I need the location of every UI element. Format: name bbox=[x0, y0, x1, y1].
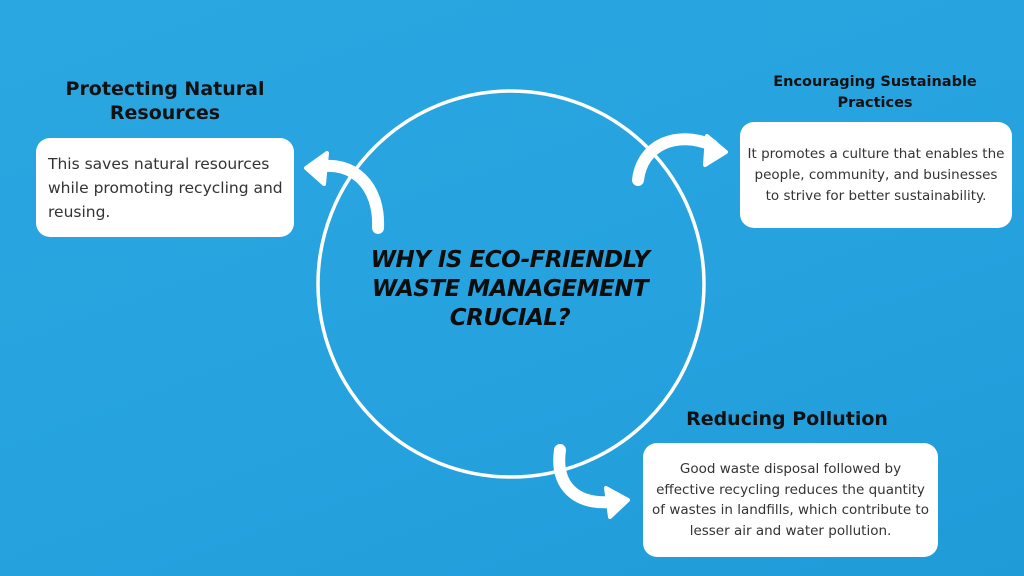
central-question: WHY IS ECO-FRIENDLY WASTE MANAGEMENT CRU… bbox=[370, 247, 650, 331]
benefit-text-natural-resources: This saves natural resources while promo… bbox=[48, 154, 283, 221]
benefit-title-reducing-pollution: Reducing Pollution bbox=[686, 408, 888, 430]
benefit-text-sustainable-practices: It promotes a culture that enables the p… bbox=[747, 145, 1005, 204]
benefit-card-reducing-pollution: Good waste disposal followed by effectiv… bbox=[643, 443, 938, 557]
curved-arrow-icon bbox=[632, 133, 728, 186]
benefit-text-reducing-pollution: Good waste disposal followed by effectiv… bbox=[652, 461, 929, 539]
curved-arrow-icon bbox=[304, 151, 385, 234]
benefit-card-sustainable-practices: It promotes a culture that enables the p… bbox=[740, 122, 1012, 228]
benefit-title-natural-resources: Protecting Natural Resources bbox=[65, 78, 265, 124]
curved-arrow-icon bbox=[553, 444, 630, 519]
benefit-title-sustainable-practices: Encouraging Sustainable Practices bbox=[773, 74, 977, 111]
cycle-ring bbox=[316, 89, 706, 479]
benefit-card-natural-resources: This saves natural resources while promo… bbox=[36, 138, 294, 237]
